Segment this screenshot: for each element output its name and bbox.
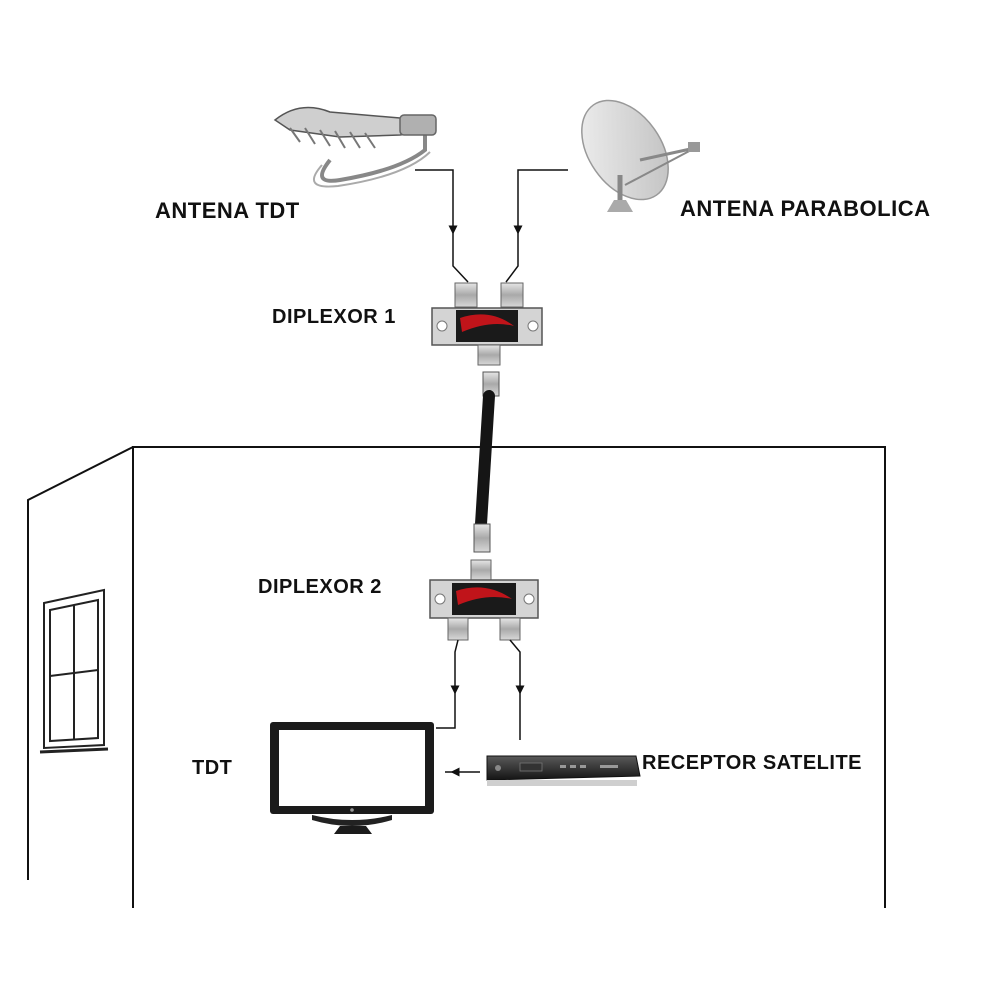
coax-cable	[473, 371, 500, 553]
antenna-connection-lines	[415, 169, 568, 283]
diplexor-2-device	[429, 559, 539, 641]
antenna-parabolica-label: ANTENA PARABOLICA	[680, 196, 931, 221]
satellite-dish-icon	[581, 99, 700, 212]
diplexor-1-device	[431, 282, 543, 366]
satellite-receiver-icon	[486, 755, 641, 786]
house-outline	[27, 446, 886, 908]
tdt-antenna-icon	[273, 106, 437, 188]
receptor-satelite-label: RECEPTOR SATELITE	[642, 752, 863, 774]
window-icon	[39, 588, 109, 754]
tv-icon	[270, 722, 434, 834]
output-connection-lines	[436, 639, 525, 777]
diplexor-2-label: DIPLEXOR 2	[258, 576, 382, 598]
diplexor-1-label: DIPLEXOR 1	[272, 306, 396, 328]
tdt-label: TDT	[192, 757, 233, 779]
antenna-tdt-label: ANTENA TDT	[155, 198, 300, 223]
